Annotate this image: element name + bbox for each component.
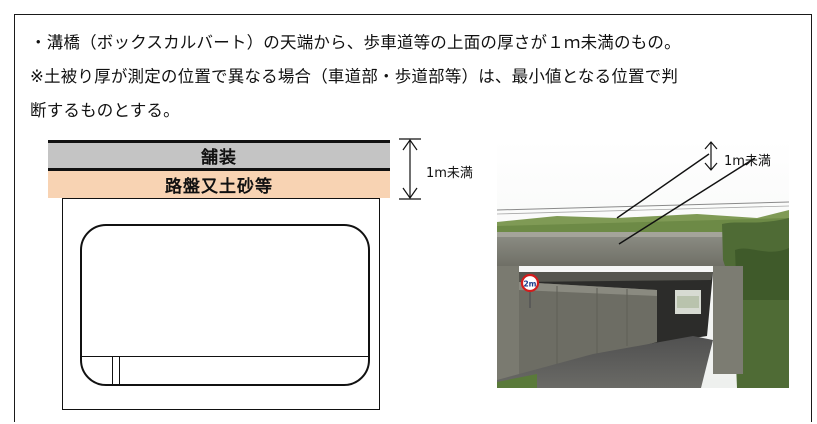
culvert-opening — [80, 224, 370, 386]
criteria-text-line-3: 断するものとする。 — [30, 101, 180, 120]
diagram-dimension-arrow — [399, 138, 421, 200]
culvert-post-right — [119, 356, 120, 385]
paving-label: 舗装 — [201, 148, 237, 168]
underpass-photo: 2m — [497, 140, 789, 388]
culvert-floor-line — [82, 356, 368, 357]
photo-dimension-label: 1m未満 — [724, 154, 771, 169]
height-limit-sign: 2m — [523, 280, 536, 289]
criteria-text-line-1: ・溝橋（ボックスカルバート）の天端から、歩車道等の上面の厚さが１ｍ未満のもの。 — [30, 33, 681, 52]
subbase-layer: 路盤又土砂等 — [48, 168, 390, 198]
criteria-text-line-2: ※土被り厚が測定の位置で異なる場合（車道部・歩道部等）は、最小値となる位置で判 — [30, 67, 679, 86]
subbase-label: 路盤又土砂等 — [165, 177, 273, 197]
diagram-dimension-label: 1m未満 — [426, 166, 473, 181]
box-culvert — [62, 198, 380, 410]
culvert-post-left — [112, 356, 113, 385]
paving-layer: 舗装 — [48, 140, 390, 168]
document-frame — [14, 14, 812, 422]
